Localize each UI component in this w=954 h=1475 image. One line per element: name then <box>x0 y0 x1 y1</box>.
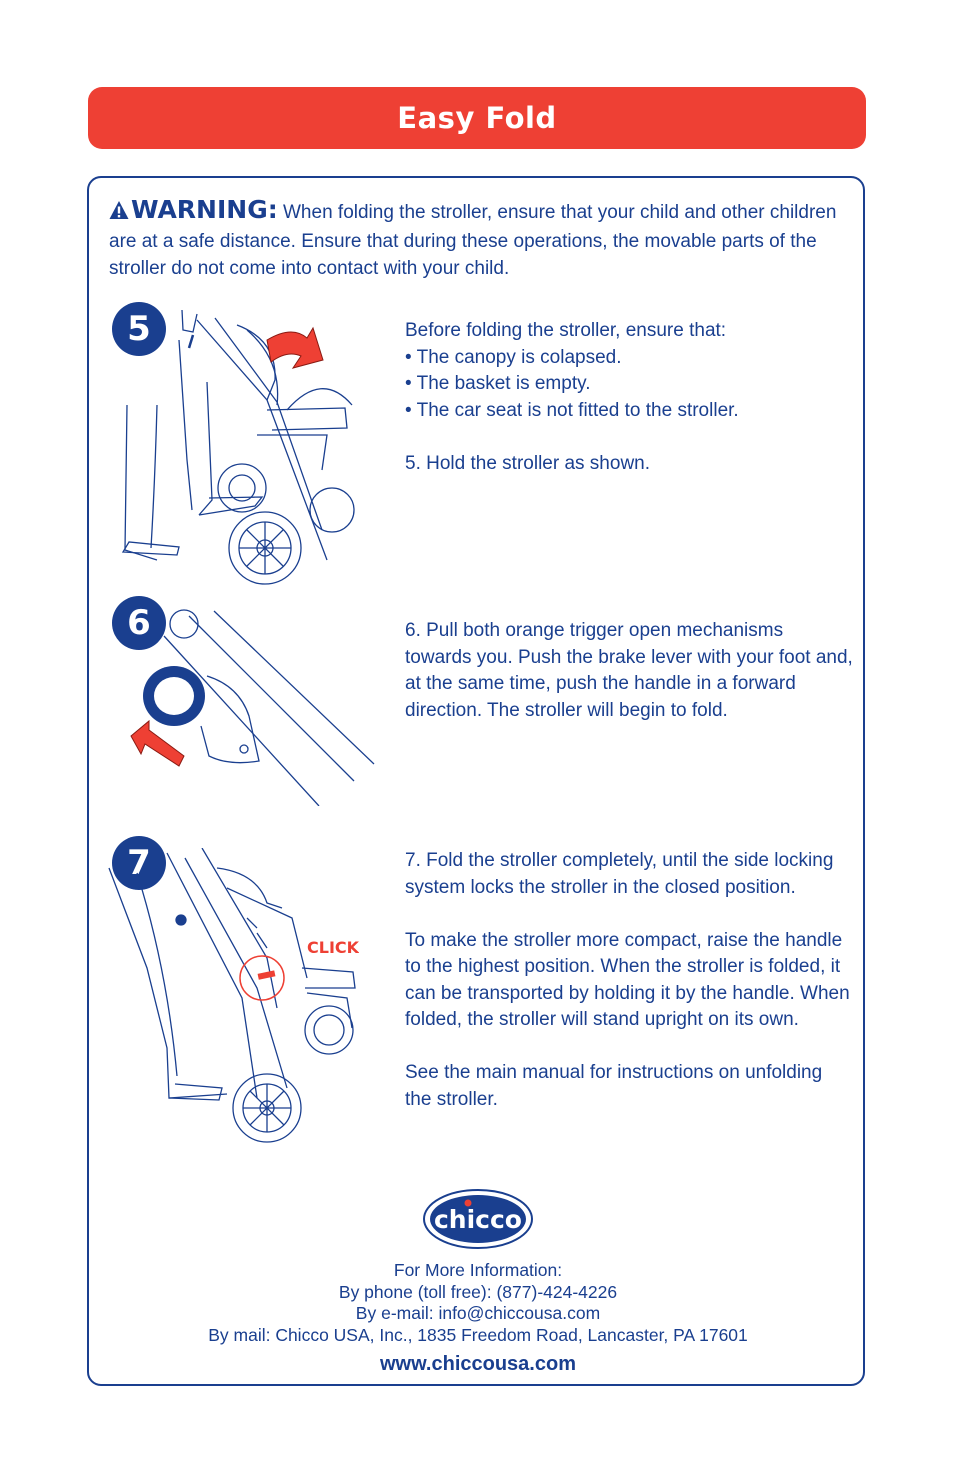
warning-label: WARNING: <box>131 195 278 224</box>
logo-text: chicco <box>434 1205 522 1234</box>
step-5-line: • The basket is empty. <box>405 373 591 394</box>
website-link[interactable]: www.chiccousa.com <box>380 1353 576 1375</box>
step-6-badge: 6 <box>112 596 166 650</box>
contact-email: By e-mail: info@chiccousa.com <box>355 1303 601 1323</box>
warning-icon <box>109 200 129 228</box>
step-5-text: Before folding the stroller, ensure that… <box>405 318 853 477</box>
contact-mail: By mail: Chicco USA, Inc., 1835 Freedom … <box>208 1324 748 1345</box>
step-7-line: 7. Fold the stroller completely, until t… <box>405 850 834 898</box>
page-title: Easy Fold <box>397 101 557 135</box>
step-6-text: 6. Pull both orange trigger open mechani… <box>405 618 853 724</box>
title-banner: Easy Fold <box>88 87 866 149</box>
step-6-illustration <box>130 609 375 806</box>
step-5-line: • The car seat is not fitted to the stro… <box>405 399 739 421</box>
step-5-line: Before folding the stroller, ensure that… <box>405 320 727 341</box>
contact-line: For More Information: <box>393 1260 563 1280</box>
step-7-illustration: CLICK <box>108 848 359 1143</box>
contact-info: For More Information: By phone (toll fre… <box>89 1260 867 1376</box>
step-5-badge: 5 <box>112 302 166 356</box>
warning-text: When folding the stroller, ensure that y… <box>109 202 837 279</box>
contact-phone: By phone (toll free): (877)-424-4226 <box>338 1281 618 1302</box>
step-5-line: 5. Hold the stroller as shown. <box>405 452 651 474</box>
instructions-panel: WARNING: When folding the stroller, ensu… <box>87 176 865 1386</box>
step-7-line: See the main manual for instructions on … <box>405 1062 823 1110</box>
chicco-logo: chicco <box>423 1189 533 1249</box>
click-label: CLICK <box>307 938 359 957</box>
step-7-line: To make the stroller more compact, raise… <box>405 929 850 1031</box>
step-5-line: • The canopy is colapsed. <box>405 346 622 368</box>
step-6-line: 6. Pull both orange trigger open mechani… <box>405 620 853 721</box>
warning-block: WARNING: When folding the stroller, ensu… <box>109 196 849 282</box>
step-7-text: 7. Fold the stroller completely, until t… <box>405 848 853 1113</box>
step-5-illustration <box>121 310 355 585</box>
